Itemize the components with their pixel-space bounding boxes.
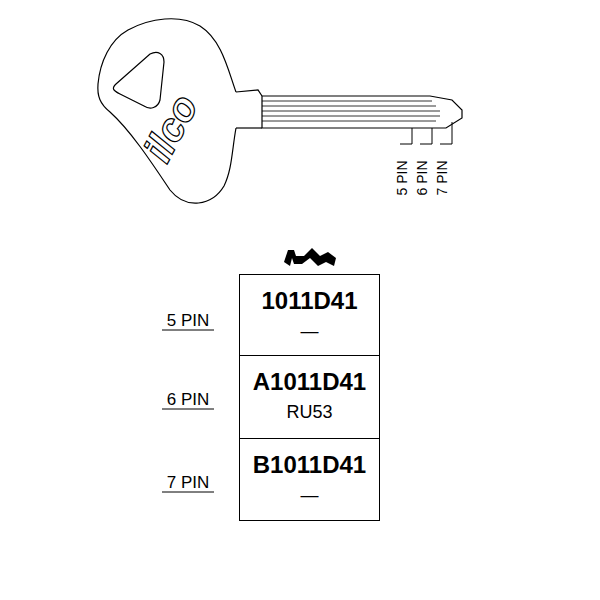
table-cell: B1011D41 — [239,438,380,521]
key-blade [262,96,462,128]
pin-label: 5 PIN [167,312,210,329]
key-head [98,19,236,203]
pin-label: 6 PIN [415,160,429,195]
label-underline [162,330,214,492]
part-number: B1011D41 [253,451,366,479]
key-shoulder [236,127,262,128]
pin-label: 7 PIN [435,160,449,195]
pin-label: 7 PIN [167,474,210,491]
pin-label: 6 PIN [167,391,210,408]
table-cell: 1011D41 — [239,274,380,356]
part-number: A1011D41 [253,368,366,396]
pin-label: 5 PIN [395,160,409,195]
cross-reference: RU53 [286,400,332,424]
key-shoulder [236,90,262,96]
key-head-hole [113,52,164,108]
key-grooves [262,101,440,121]
leader-line [400,122,452,144]
cross-reference: — [301,319,319,343]
part-number: 1011D41 [261,287,357,315]
cross-reference: — [301,483,319,507]
key-outline [98,19,462,203]
keyway-profile [284,248,336,266]
table-cell: A1011D41RU53 [239,355,380,439]
